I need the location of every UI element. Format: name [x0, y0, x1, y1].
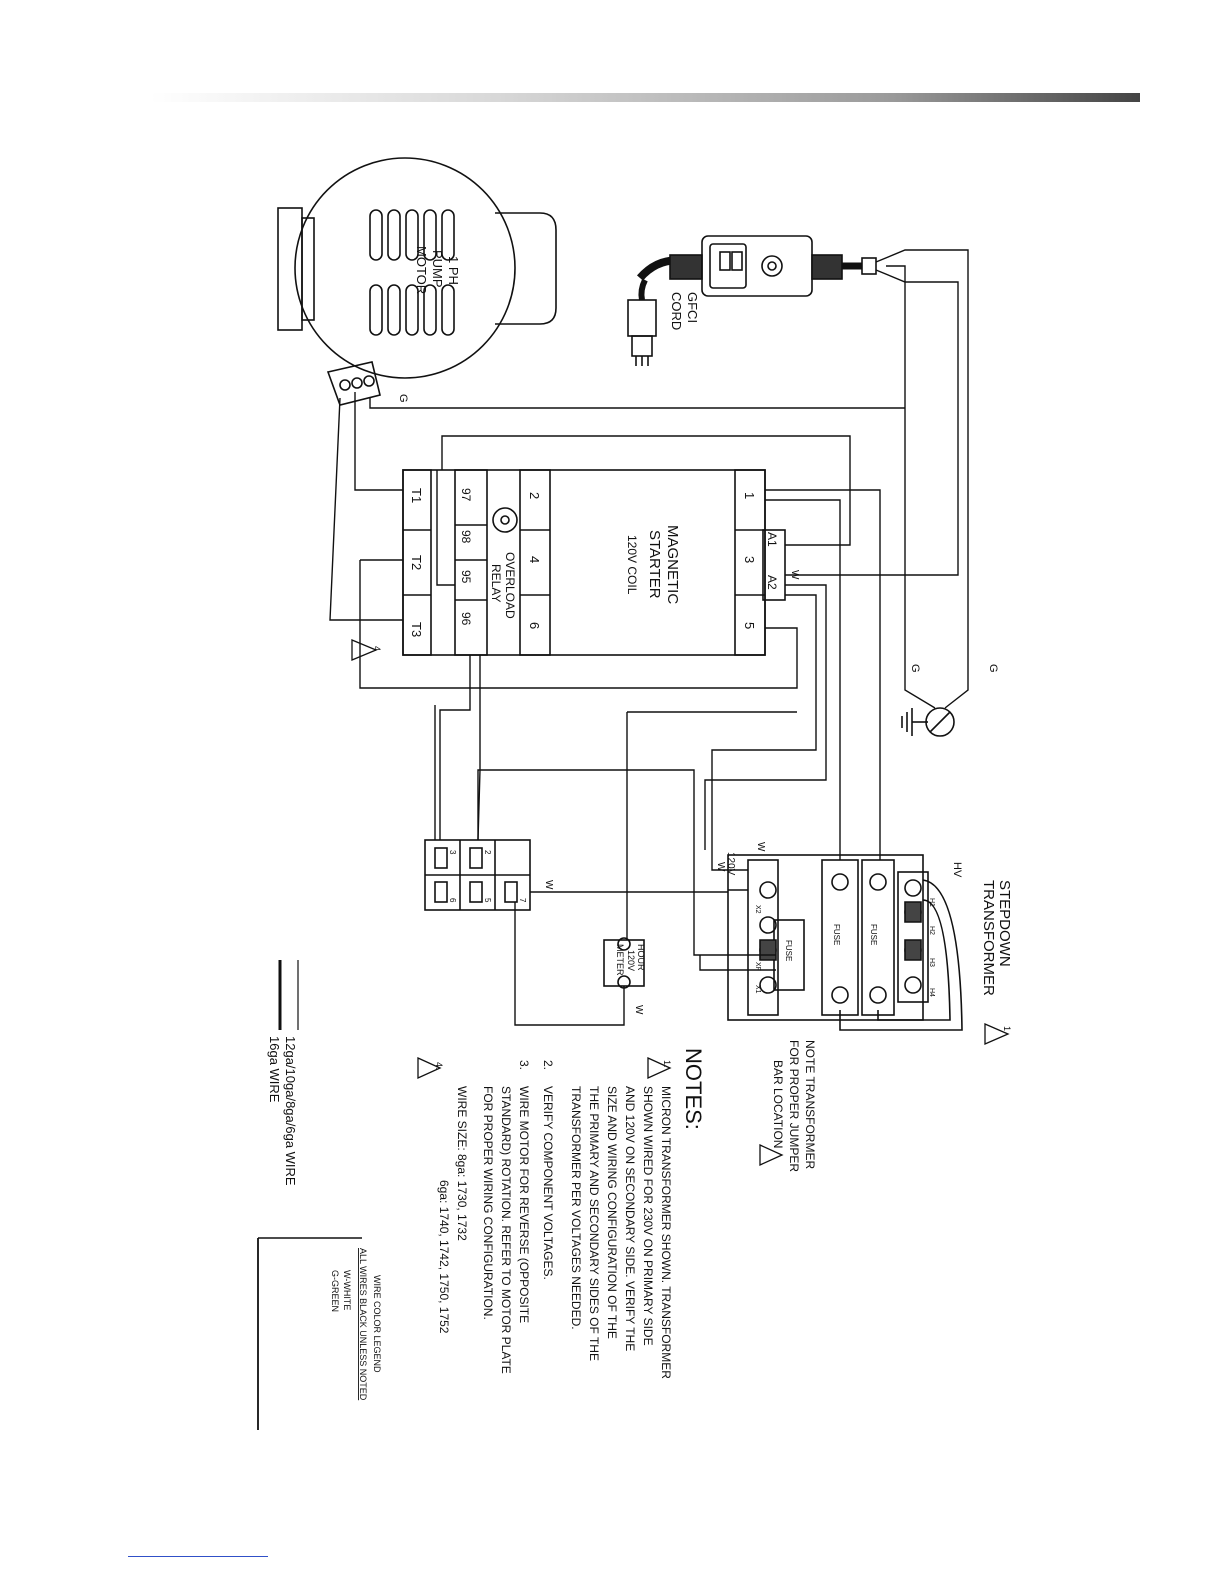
switch-terminal-6: 6 [448, 898, 457, 903]
transformer-h1: H1 [928, 898, 935, 907]
warning-triangles [351, 639, 1010, 1167]
relay-terminal-98: 98 [459, 530, 473, 544]
relay-label-2: RELAY [489, 564, 503, 602]
starter-terminal-t2: T2 [409, 555, 424, 570]
relay-label-1: OVERLOAD [503, 552, 517, 619]
header-bar [150, 93, 1140, 102]
starter-title-2: STARTER [646, 530, 663, 599]
relay-terminal-95: 95 [459, 570, 473, 584]
switch-terminal-7: 7 [518, 898, 527, 903]
relay-terminal-97: 97 [459, 488, 473, 502]
switch-terminal-2: 2 [483, 850, 492, 855]
note-2-marker: 2. [541, 1060, 555, 1070]
switch-terminal-5: 5 [483, 898, 492, 903]
note-1-line-3: AND 120V ON SECONDARY SIDE. VERIFY THE [623, 1086, 637, 1351]
hour-meter-label-2: 120V [626, 950, 636, 971]
transformer-x2: X2 [754, 905, 761, 914]
starter-terminal-1: 1 [742, 492, 757, 499]
transformer-title-1: STEPDOWN [996, 880, 1013, 967]
footer-line [128, 1556, 268, 1557]
note-1-line-4: SIZE AND WIRING CONFIGURATION OF THE [605, 1086, 619, 1339]
transformer-warning-num: 1 [1002, 1026, 1012, 1031]
transformer-h3: H3 [928, 958, 935, 967]
note-2-line-1: VERIFY COMPONENT VOLTAGES. [541, 1086, 555, 1280]
transformer-hv: HV [951, 862, 963, 878]
relay-terminal-96: 96 [459, 612, 473, 626]
stepdown-transformer [727, 854, 963, 1031]
transformer-xf: XF [754, 962, 761, 971]
starter-coil: 120V COIL [625, 535, 639, 595]
hour-meter-label-3: METER [615, 944, 625, 976]
transformer-120v: 120V [725, 852, 736, 876]
motor-warning-num: 4 [372, 646, 382, 651]
legend-line-3: G-GREEN [330, 1270, 340, 1312]
coil-w-label: W [789, 570, 800, 580]
legend-line-2: W-WHITE [342, 1270, 352, 1310]
note-1-line-1: MICRON TRANSFORMER SHOWN. TRANSFORMER [659, 1086, 673, 1379]
transformer-h2: H2 [928, 926, 935, 935]
hour-meter-label-1: HOUR [636, 944, 646, 971]
hour-meter-w-label: W [633, 1005, 644, 1015]
starter-terminal-t3: T3 [409, 622, 424, 637]
motor-label-2: PUMP [430, 250, 445, 288]
note-4-line-1: WIRE SIZE: 8ga: 1730, 1732 [455, 1086, 469, 1241]
transformer-fuse-2: FUSE [832, 924, 841, 945]
wires [329, 249, 969, 1026]
selector-switch [424, 839, 531, 911]
transformer-fuse-3: FUSE [784, 940, 793, 961]
starter-terminal-4: 4 [527, 556, 542, 563]
transformer-title-2: TRANSFORMER [980, 880, 997, 996]
transformer-note-3: BAR LOCATION [771, 1060, 785, 1148]
transformer-x1: X1 [754, 985, 761, 994]
ground-symbol [901, 707, 955, 737]
motor-label-3: MOTOR [414, 246, 429, 294]
starter-terminal-5: 5 [742, 622, 757, 629]
switch-w-label: W [543, 880, 554, 890]
ground-label-motor: G [397, 394, 409, 403]
note-1-line-5: THE PRIMARY AND SECONDARY SIDES OF THE [587, 1086, 601, 1361]
gfci-label-2: CORD [669, 292, 684, 330]
transformer-w-1: W [715, 862, 726, 872]
pump-motor [277, 157, 557, 406]
note-1-line-6: TRANSFORMER PER VOLTAGES NEEDED. [569, 1086, 583, 1330]
note-4-marker: 4. [434, 1062, 444, 1070]
note-3-line-2: STANDARD) ROTATION. REFER TO MOTOR PLATE [499, 1086, 513, 1374]
note-3-line-1: WIRE MOTOR FOR REVERSE (OPPOSITE [517, 1086, 531, 1323]
switch-terminal-3: 3 [448, 850, 457, 855]
starter-terminal-t1: T1 [409, 488, 424, 503]
magnetic-starter [402, 469, 786, 656]
transformer-fuse-1: FUSE [869, 924, 878, 945]
note-4-line-2: 6ga: 1740, 1742, 1750, 1752 [437, 1180, 451, 1334]
starter-terminal-6: 6 [527, 622, 542, 629]
starter-terminal-2: 2 [527, 492, 542, 499]
transformer-note-1: NOTE TRANSFORMER [803, 1040, 817, 1169]
transformer-h4: H4 [928, 988, 935, 997]
starter-terminal-3: 3 [742, 556, 757, 563]
starter-terminal-a2: A2 [765, 575, 779, 590]
wire-gauge-thin: 16ga WIRE [267, 1036, 282, 1103]
gfci-label-1: GFCI [685, 292, 700, 323]
notes-title: NOTES: [681, 1048, 706, 1130]
legend-title: WIRE COLOR LEGEND [372, 1275, 382, 1373]
transformer-w-2: W [755, 842, 766, 852]
gfci-cord [627, 235, 877, 366]
note-1-line-2: SHOWN WIRED FOR 230V ON PRIMARY SIDE [641, 1086, 655, 1346]
note-3-line-3: FOR PROPER WIRING CONFIGURATION. [481, 1086, 495, 1320]
starter-terminal-a1: A1 [765, 532, 779, 547]
motor-label-1: 1 PH [446, 256, 461, 285]
wire-gauge-thick: 12ga/10ga/8ga/6ga WIRE [283, 1036, 298, 1186]
starter-title-1: MAGNETIC [664, 525, 681, 604]
transformer-note-2: FOR PROPER JUMPER [787, 1040, 801, 1172]
note-1-marker: 1. [662, 1060, 672, 1068]
diagram-labels: 1 PH PUMP MOTOR GFCI CORD G G G MAGNETIC… [267, 246, 1013, 1401]
ground-label-left: G [909, 664, 921, 673]
note-3-marker: 3. [517, 1060, 531, 1070]
ground-label-right: G [987, 664, 999, 673]
legend-line-1: ALL WIRES BLACK UNLESS NOTED [358, 1248, 368, 1401]
